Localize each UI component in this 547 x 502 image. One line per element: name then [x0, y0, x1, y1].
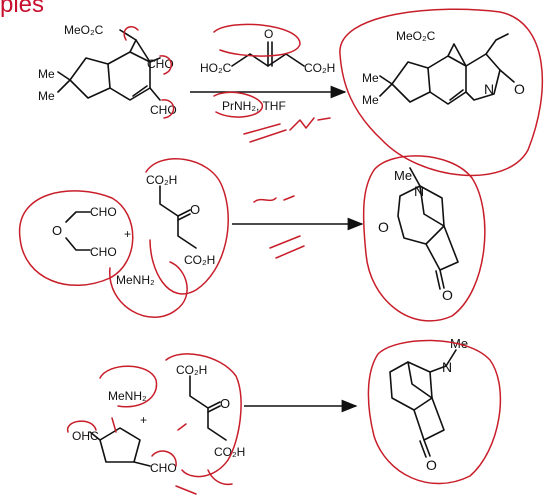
r3-product-nitrogen: N — [442, 359, 452, 375]
ink-strike-r2 — [269, 235, 305, 259]
r1-sm-aldehyde-bottom: CHO — [150, 103, 177, 117]
reaction-1: MeO₂C Me Me CHO CHO HO₂C CO₂H O PrNH₂, T… — [38, 23, 525, 117]
ink-circle-r3-acid — [165, 353, 242, 478]
r1-product: MeO₂C Me Me N O — [362, 29, 525, 107]
r2-acid-carbonyl-o: O — [190, 202, 200, 217]
ink-circle-r2-dialdehyde — [18, 190, 134, 286]
r2-acid-top: CO₂H — [146, 173, 177, 187]
r3-aldehyde-right: CHO — [150, 461, 177, 475]
ink-circle-r2-acid — [145, 158, 229, 295]
r1-sm-methyl-1: Me — [38, 67, 55, 81]
ink-annotations — [18, 8, 544, 495]
reaction-2: O CHO CHO + CO₂H O CO₂H MeNH₂ Me N — [52, 167, 459, 303]
r1-sm-methyl-2: Me — [38, 89, 55, 103]
r1-product-methyl-2: Me — [362, 93, 379, 107]
ink-circle-r2-amine — [109, 261, 188, 318]
r3-acid: CO₂H O CO₂H — [176, 363, 245, 459]
r1-reagent-acid-right: CO₂H — [304, 61, 335, 75]
r2-ether-o: O — [52, 223, 62, 238]
r3-product-carbonyl-o: O — [426, 457, 437, 473]
ink-circle-r3-product — [367, 339, 502, 485]
r3-product: Me N O — [389, 336, 468, 473]
r1-reagent-carbonyl-o: O — [264, 27, 273, 41]
ink-marks-r3-cho — [151, 423, 187, 467]
ink-strike-r1 — [243, 123, 287, 143]
r2-aldehyde-top: CHO — [90, 205, 117, 219]
r2-product: Me N O O — [378, 167, 459, 303]
reaction-3: MeNH₂ + OHC CHO CO₂H O CO₂H — [72, 336, 468, 475]
r2-product-carbonyl-o: O — [442, 287, 453, 303]
r2-acid-bottom: CO₂H — [184, 253, 215, 267]
r2-aldehyde-bottom: CHO — [90, 245, 117, 259]
r1-reagent-acid-left: HO₂C — [200, 61, 232, 75]
ink-marks-r1-aldehydes — [123, 26, 175, 119]
r3-amine: MeNH₂ — [108, 389, 147, 403]
r1-starting-material: MeO₂C Me Me CHO CHO — [38, 23, 177, 117]
r3-acid-top: CO₂H — [176, 363, 207, 377]
r3-acid-carbonyl-o: O — [220, 396, 230, 411]
ink-marks-r3-aldehyde — [67, 417, 117, 433]
r1-sm-aldehyde-top: CHO — [147, 57, 174, 71]
r3-aldehyde-left: OHC — [72, 429, 99, 443]
ink-note-r1-decarboxylation — [289, 117, 331, 131]
r1-conditions: PrNH₂, THF — [222, 99, 286, 113]
r1-product-methyl-1: Me — [362, 71, 379, 85]
ink-circle-r1-reagent — [213, 23, 301, 57]
r2-product-nitrogen: N — [414, 183, 424, 199]
r2-amine: MeNH₂ — [116, 273, 155, 287]
r2-plus-sign: + — [124, 227, 131, 241]
r2-dialdehyde: O CHO CHO — [52, 205, 117, 259]
ink-note-r2-decarboxylation — [253, 195, 295, 203]
r2-acid: CO₂H O CO₂H — [146, 173, 215, 267]
ink-circle-r3-amine — [99, 365, 158, 408]
r1-product-ester-label: MeO₂C — [396, 29, 436, 43]
r3-plus-sign: + — [140, 413, 147, 427]
r3-acid-bottom: CO₂H — [214, 445, 245, 459]
ink-circle-r1-amine — [213, 91, 263, 118]
r3-dialdehyde: OHC CHO — [72, 427, 177, 475]
r2-product-methyl: Me — [394, 168, 412, 183]
r1-sm-ester-label: MeO₂C — [64, 23, 104, 37]
r2-product-ring-o: O — [378, 219, 389, 235]
ink-circle-r2-product — [362, 155, 486, 322]
slide-heading: ples — [0, 0, 45, 18]
ink-marks-r3-bottom — [175, 469, 233, 495]
r1-reagent: HO₂C CO₂H O — [200, 27, 335, 75]
ink-circle-r1-product — [339, 8, 544, 177]
r1-product-nitrogen: N — [484, 81, 494, 97]
r1-product-carbonyl-o: O — [514, 81, 525, 97]
